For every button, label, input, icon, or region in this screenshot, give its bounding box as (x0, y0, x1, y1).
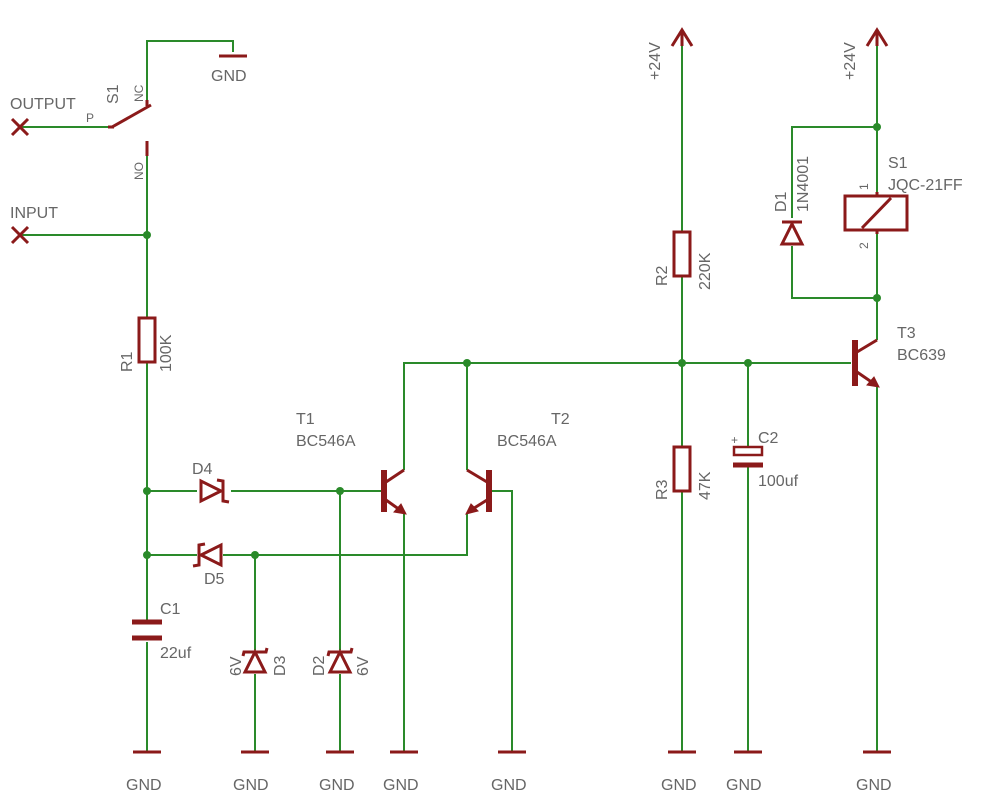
relay-s1 (843, 192, 909, 234)
r1-value: 100K (158, 334, 175, 372)
gnd-label-t2: GND (491, 777, 527, 794)
junctions (143, 123, 881, 559)
gnd-label-c1: GND (126, 777, 162, 794)
input-label: INPUT (10, 205, 58, 222)
c2-value: 100uf (758, 473, 799, 490)
transistor-t1 (381, 468, 407, 515)
diode-d2 (326, 647, 354, 674)
c2-polarity: + (731, 433, 738, 447)
t2-value: BC546A (497, 433, 557, 450)
d4-name: D4 (192, 461, 213, 478)
gnd-label-d2: GND (319, 777, 355, 794)
transistor-t2 (465, 468, 492, 515)
switch-s1-name: S1 (105, 84, 122, 104)
relay-name: S1 (888, 155, 908, 172)
c2-name: C2 (758, 430, 779, 447)
r2-value: 220K (697, 252, 714, 290)
output-label: OUTPUT (10, 96, 76, 113)
t3-name: T3 (897, 325, 916, 342)
relay-value: JQC-21FF (888, 177, 963, 194)
c1-name: C1 (160, 601, 181, 618)
r3-name: R3 (654, 479, 671, 500)
gnd-label-t1: GND (383, 777, 419, 794)
d2-value: 6V (355, 656, 372, 676)
supply-24v-left (670, 27, 694, 47)
t1-value: BC546A (296, 433, 356, 450)
supply-24v-left-label: +24V (647, 42, 664, 80)
supply-24v-right-label: +24V (842, 42, 859, 80)
switch-no-label: NO (132, 162, 146, 180)
d2-name: D2 (311, 655, 328, 676)
c1-value: 22uf (160, 645, 192, 662)
relay-pin2: 2 (857, 242, 871, 249)
diode-d1 (779, 220, 805, 246)
wires (20, 40, 878, 752)
transistor-t3 (852, 338, 880, 388)
relay-pin1: 1 (857, 183, 871, 190)
diode-d4 (199, 478, 230, 504)
gnd-label-r3: GND (661, 777, 697, 794)
t3-value: BC639 (897, 347, 946, 364)
switch-p-label: P (86, 111, 94, 125)
gnd-label-c2: GND (726, 777, 762, 794)
d3-name: D3 (272, 655, 289, 676)
switch-s1 (108, 100, 152, 156)
r1-name: R1 (119, 351, 136, 372)
resistor-r1 (137, 316, 157, 364)
output-terminal (10, 117, 30, 137)
d3-value: 6V (228, 656, 245, 676)
diode-d5 (192, 542, 223, 568)
resistor-r3 (672, 445, 692, 493)
gnd-label-switch: GND (211, 68, 247, 85)
switch-nc-label: NC (132, 84, 146, 102)
supply-24v-right (865, 27, 889, 47)
resistor-r2 (672, 230, 692, 278)
r3-value: 47K (697, 471, 714, 500)
d1-value: 1N4001 (795, 156, 812, 212)
input-terminal (10, 225, 30, 245)
capacitor-c2 (732, 445, 764, 468)
gnd-label-t3: GND (856, 777, 892, 794)
capacitor-c1 (132, 619, 162, 641)
r2-name: R2 (654, 265, 671, 286)
diode-d3 (241, 647, 269, 674)
gnd-symbols (133, 54, 891, 754)
t2-name: T2 (551, 411, 570, 428)
gnd-label-d3: GND (233, 777, 269, 794)
d5-name: D5 (204, 571, 225, 588)
d1-name: D1 (773, 191, 790, 212)
t1-name: T1 (296, 411, 315, 428)
